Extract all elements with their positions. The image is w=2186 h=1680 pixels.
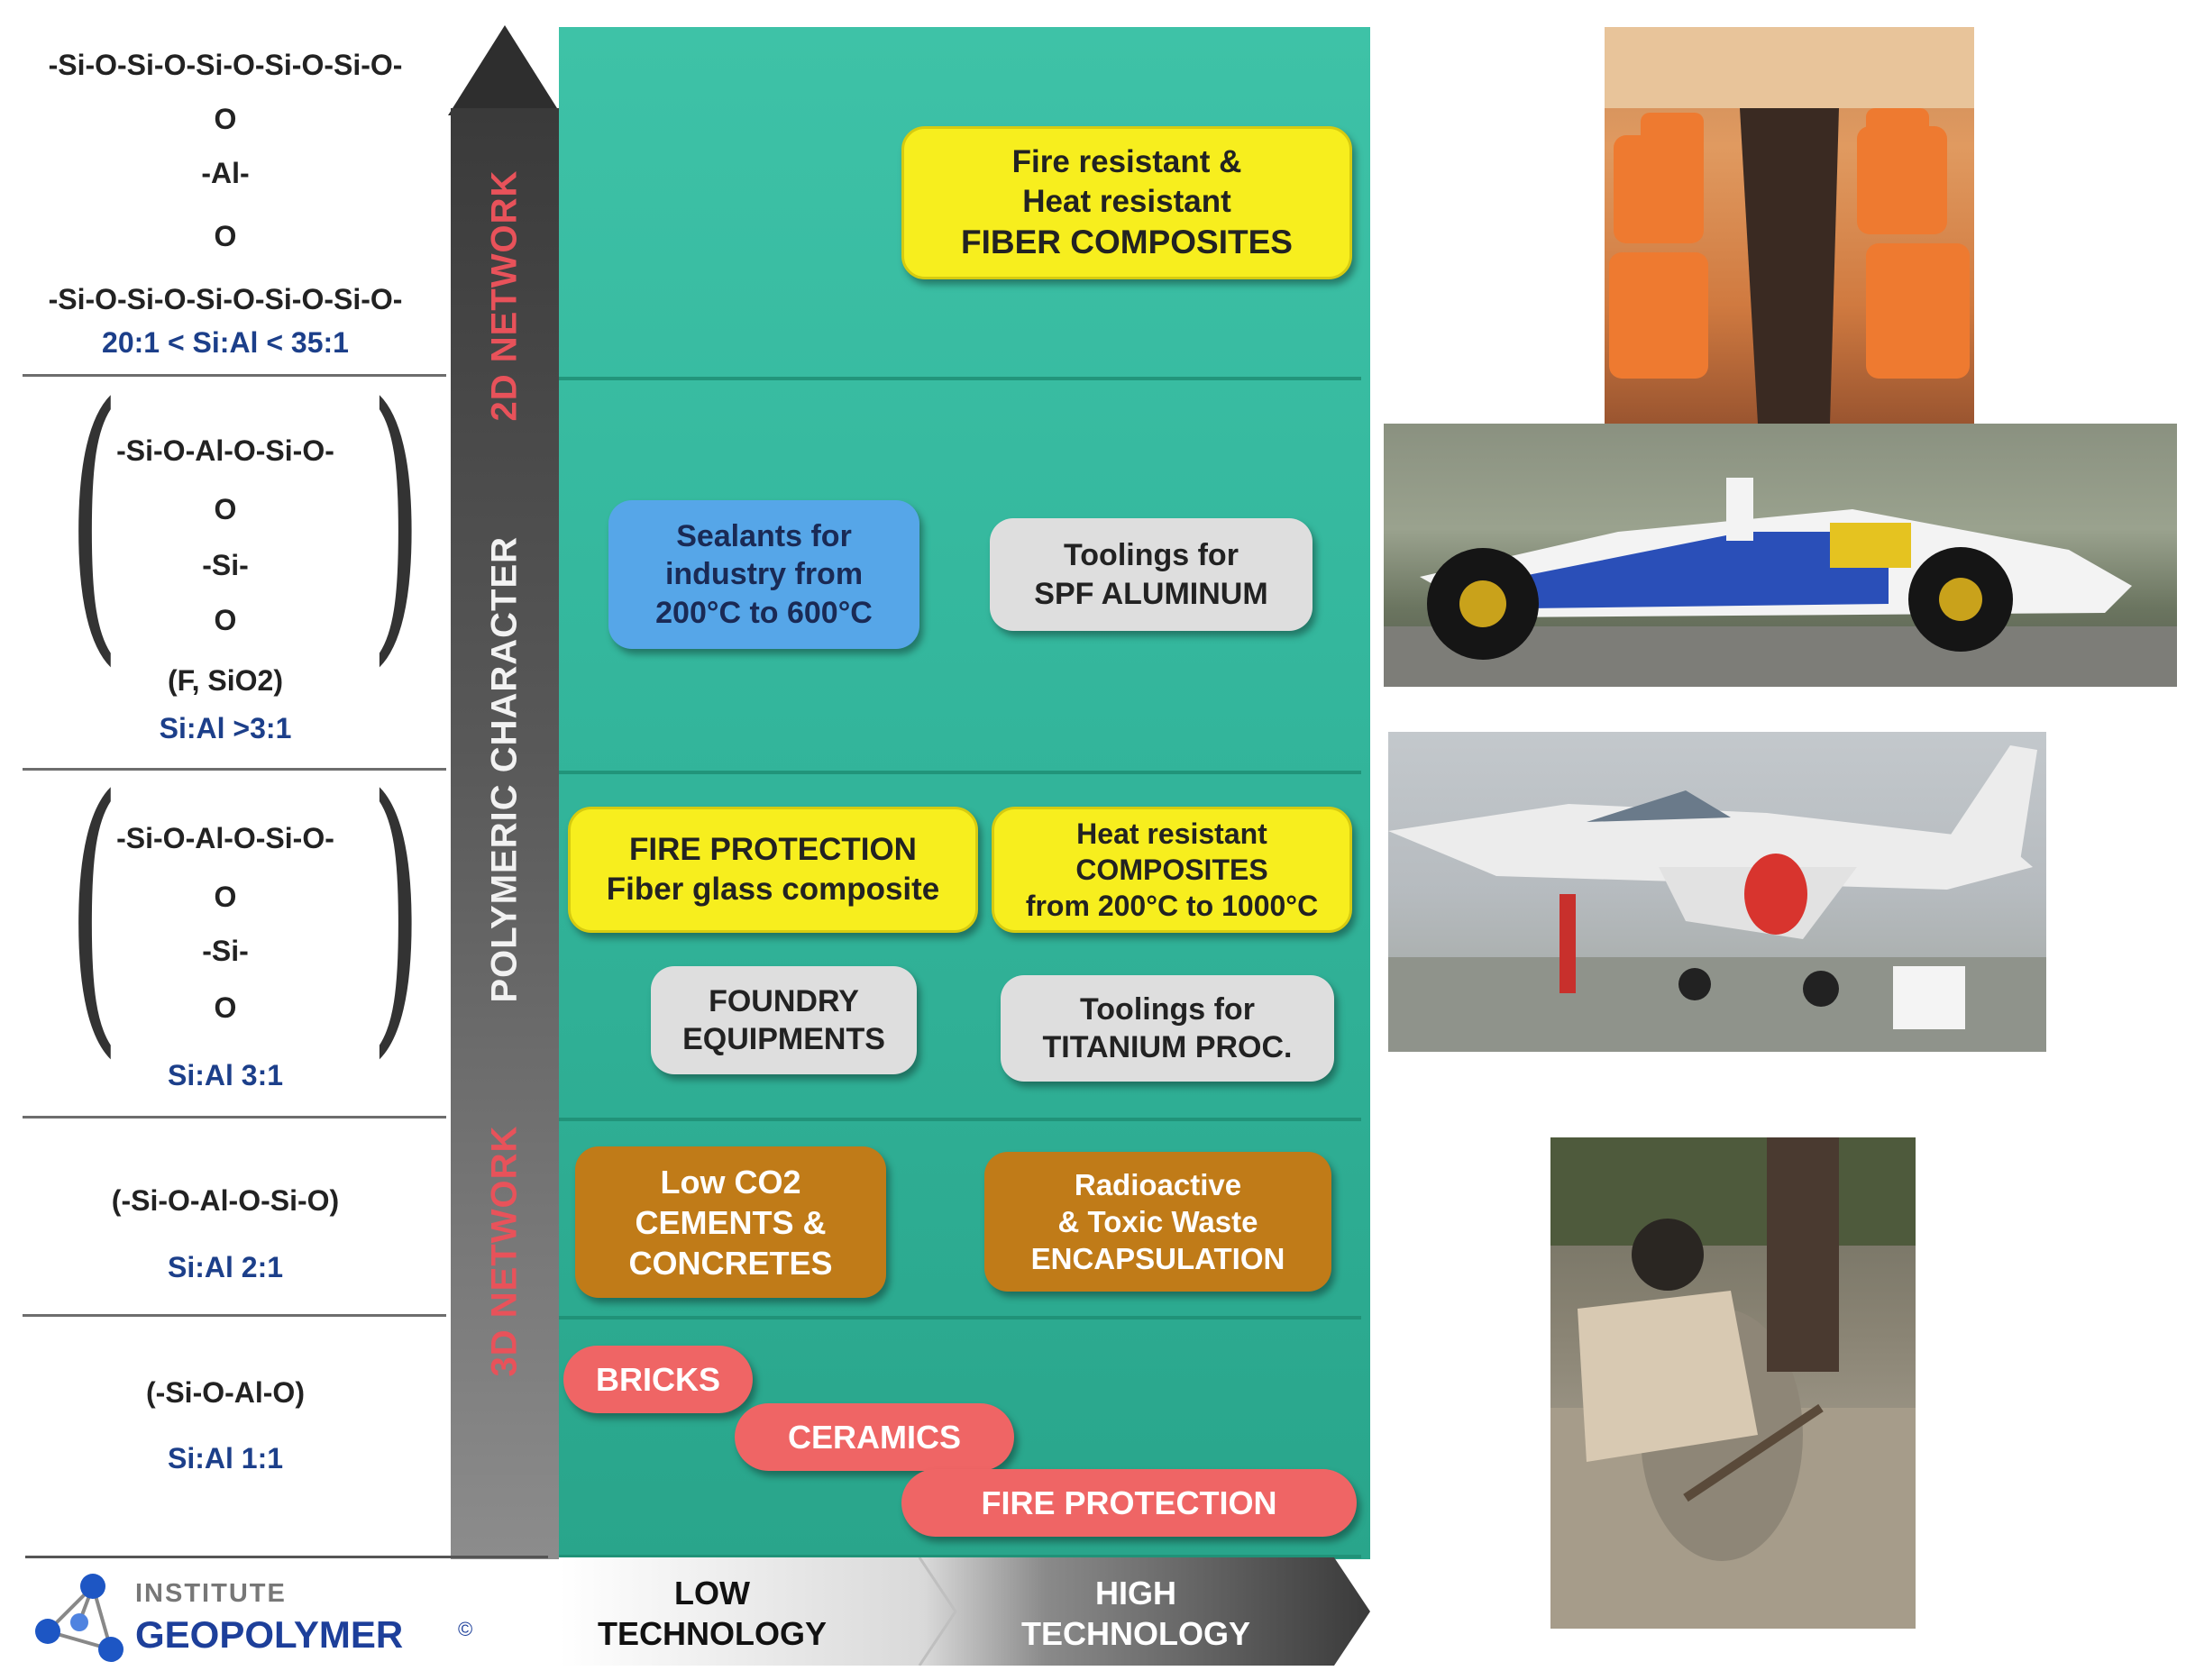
separator — [23, 1314, 446, 1317]
formula-5-ratio: Si:Al 1:1 — [167, 1442, 284, 1475]
box-cements: Low CO2 CEMENTS & CONCRETES — [575, 1146, 886, 1298]
left-paren: ( — [68, 737, 121, 1083]
box-line: CONCRETES — [628, 1244, 833, 1282]
tech-line: LOW — [674, 1575, 750, 1612]
box-line: 200°C to 600°C — [655, 595, 873, 630]
fighter-jet-illustration — [1388, 745, 2046, 1052]
divider — [559, 771, 1361, 774]
formula-1-bottom: -Si-O-Si-O-Si-O-Si-O-Si-O- — [48, 283, 403, 315]
label-3d-network: 3D NETWORK — [484, 1125, 525, 1377]
formula-1-mid-2: -Al- — [201, 157, 250, 189]
label-polymeric-character: POLYMERIC CHARACTER — [484, 535, 525, 1003]
box-line: Sealants for — [676, 518, 852, 553]
formula-2-mid-2: -Si- — [202, 549, 249, 581]
box-line: industry from — [664, 557, 864, 592]
box-line: Fiber glass composite — [606, 872, 940, 907]
low-technology-label: LOW TECHNOLOGY — [577, 1573, 847, 1654]
box-ceramics: CERAMICS — [735, 1403, 1014, 1471]
divider — [559, 1118, 1361, 1121]
concrete-illustration — [1550, 1137, 1916, 1629]
formula-3-ratio: Si:Al 3:1 — [167, 1059, 284, 1091]
box-line: FIRE PROTECTION — [629, 832, 917, 868]
box-sealants: Sealants for industry from 200°C to 600°… — [608, 500, 919, 649]
formula-2-mid-3: O — [214, 604, 237, 636]
box-bricks: BRICKS — [563, 1346, 753, 1413]
box-toolings-spf: Toolings for SPF ALUMINUM — [990, 518, 1313, 631]
box-line: Toolings for — [1080, 991, 1255, 1027]
formula-1-mid-1: O — [214, 103, 237, 135]
formula-3-mid-2: -Si- — [202, 935, 249, 967]
box-line: Toolings for — [1064, 538, 1239, 572]
polymeric-character-arrow — [451, 108, 559, 1559]
box-heat-composites: Heat resistant COMPOSITES from 200°C to … — [992, 807, 1352, 933]
box-line: EQUIPMENTS — [682, 1022, 885, 1056]
box-fiber-composites: Fire resistant & Heat resistant FIBER CO… — [901, 126, 1352, 279]
right-paren: ) — [370, 737, 423, 1083]
formula-1-mid-3: O — [214, 220, 237, 252]
race-car-photo — [1384, 424, 2177, 687]
box-fire-protection: FIRE PROTECTION — [901, 1469, 1357, 1537]
aircraft-cabin-photo — [1605, 27, 1974, 424]
geopolymer-logo-icon — [35, 1574, 123, 1662]
formula-2-mid-1: O — [214, 493, 237, 525]
tech-line: TECHNOLOGY — [597, 1615, 827, 1652]
formula-4-ratio: Si:Al 2:1 — [167, 1251, 284, 1283]
logo-copyright: © — [458, 1618, 473, 1640]
divider — [559, 1555, 1361, 1558]
concrete-workers-photo — [1550, 1137, 1916, 1629]
tech-line: HIGH — [1095, 1575, 1176, 1612]
box-fire-protection-glass: FIRE PROTECTION Fiber glass composite — [568, 807, 978, 933]
tech-line: TECHNOLOGY — [1020, 1615, 1250, 1652]
box-line: Radioactive — [1074, 1167, 1242, 1201]
applications-panel — [559, 27, 1370, 1559]
separator — [25, 1556, 548, 1558]
box-line: Heat resistant — [1076, 817, 1267, 850]
formula-5: (-Si-O-Al-O) — [146, 1376, 305, 1409]
cabin-illustration — [1605, 27, 1974, 424]
fighter-jet-photo — [1388, 732, 2046, 1052]
formula-2-top: -Si-O-Al-O-Si-O- — [116, 434, 334, 467]
label-2d-network: 2D NETWORK — [484, 169, 525, 422]
box-line: ENCAPSULATION — [1030, 1242, 1285, 1276]
left-paren: ( — [68, 345, 121, 691]
formula-3-mid-1: O — [214, 881, 237, 913]
box-line: Low CO2 — [660, 1163, 801, 1201]
box-line: FIBER COMPOSITES — [961, 223, 1293, 260]
formula-1-ratio: 20:1 < Si:Al < 35:1 — [102, 326, 349, 359]
box-line: Heat resistant — [1022, 183, 1231, 219]
divider — [559, 377, 1361, 380]
box-line: & Toxic Waste — [1057, 1204, 1258, 1238]
formula-2-ratio: Si:Al >3:1 — [159, 712, 292, 744]
box-line: Fire resistant & — [1011, 144, 1242, 180]
box-line: SPF ALUMINUM — [1034, 576, 1268, 611]
box-line: TITANIUM PROC. — [1042, 1030, 1293, 1064]
formula-3-top: -Si-O-Al-O-Si-O- — [116, 822, 334, 854]
box-waste-encapsulation: Radioactive & Toxic Waste ENCAPSULATION — [984, 1152, 1331, 1292]
right-paren: ) — [370, 345, 423, 691]
race-car-illustration — [1384, 478, 2177, 687]
box-line: FOUNDRY — [709, 983, 859, 1018]
box-foundry: FOUNDRY EQUIPMENTS — [651, 966, 917, 1074]
logo-institute: INSTITUTE — [135, 1579, 287, 1608]
technology-arrow — [559, 1557, 1370, 1666]
separator — [23, 374, 446, 377]
high-technology-label: HIGH TECHNOLOGY — [1001, 1573, 1271, 1654]
formula-2-filler: (F, SiO2) — [167, 664, 283, 697]
box-line: CEMENTS & — [635, 1203, 827, 1241]
formula-4: (-Si-O-Al-O-Si-O) — [111, 1184, 340, 1217]
box-line: COMPOSITES — [1075, 854, 1268, 886]
formula-3-mid-3: O — [214, 991, 237, 1024]
box-line: from 200°C to 1000°C — [1025, 890, 1319, 922]
formula-1-top: -Si-O-Si-O-Si-O-Si-O-Si-O- — [48, 49, 403, 81]
arrow-head — [448, 25, 562, 115]
separator — [23, 768, 446, 771]
separator — [23, 1116, 446, 1118]
divider — [559, 1316, 1361, 1319]
logo-geopolymer: GEOPOLYMER — [135, 1613, 404, 1656]
box-toolings-titanium: Toolings for TITANIUM PROC. — [1001, 975, 1334, 1082]
